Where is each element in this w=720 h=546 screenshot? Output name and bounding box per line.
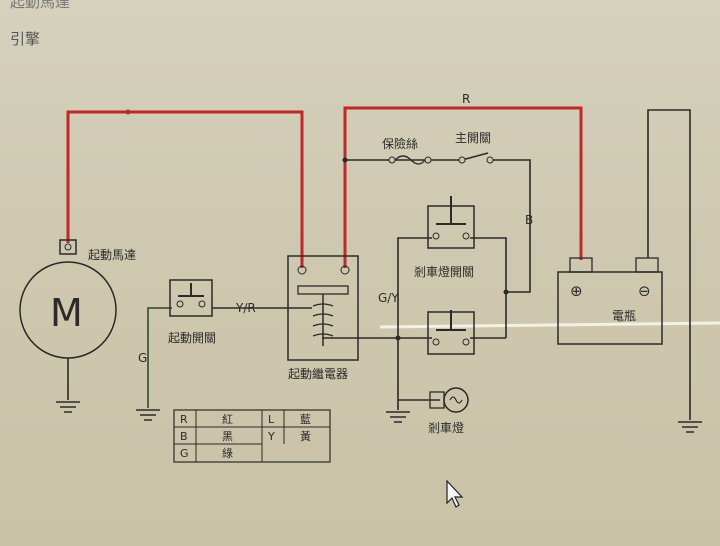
- relay-terminal: [297, 265, 307, 275]
- fuse-wave: [394, 155, 426, 165]
- mouse-cursor-icon: [446, 479, 464, 508]
- ground-symbol: [136, 409, 160, 421]
- brake-light: 剎車燈: [428, 387, 469, 435]
- legend-cell: B: [180, 430, 188, 443]
- ground-symbol: [386, 411, 410, 423]
- wire-label-yr: Y/R: [235, 301, 256, 315]
- legend-cell: Y: [267, 430, 275, 443]
- starter-relay: 起動繼電器: [287, 255, 359, 381]
- wire-junction-dot: [342, 157, 348, 163]
- battery-box: [557, 271, 663, 345]
- start-switch-box: [169, 279, 213, 317]
- motor-terminal: [59, 239, 77, 255]
- glare-line: [379, 321, 720, 329]
- brake-switch-label: 剎車燈開關: [414, 264, 474, 279]
- wire-brake-switch-link: [470, 237, 507, 338]
- relay-box: [287, 255, 359, 361]
- black-wires: [67, 109, 691, 420]
- wire-gy: [397, 237, 432, 410]
- wire-label-b: B: [525, 213, 533, 227]
- wire-label-r: R: [462, 92, 470, 106]
- page-subtitle: 引擎: [10, 30, 41, 48]
- brake-switch-upper: [427, 196, 475, 249]
- motor-label: 起動馬達: [88, 248, 136, 262]
- wire-b: [490, 159, 531, 293]
- main-switch-blade: [461, 152, 489, 161]
- legend-cell: L: [268, 413, 275, 426]
- legend-cell: 黑: [222, 430, 233, 443]
- fuse: 保險絲: [382, 136, 432, 165]
- battery-minus-icon: ⊖: [638, 282, 651, 300]
- battery-terminal-plus: [569, 257, 593, 273]
- motor-terminal-screw: [64, 243, 72, 251]
- brake-switch-lower: [427, 310, 475, 355]
- relay-terminal: [340, 265, 350, 275]
- wire-junction-dot: [503, 289, 509, 295]
- relay-coil: [312, 303, 334, 337]
- red-wires: [66, 106, 583, 268]
- color-legend-table: R 紅 L 藍 B 黑 Y 黃 G 綠: [173, 409, 331, 463]
- main-switch: 主開關: [455, 131, 494, 164]
- red-wire-relay-battery: [343, 106, 583, 268]
- start-switch-label: 起動開關: [168, 331, 216, 345]
- relay-label: 起動繼電器: [288, 367, 348, 381]
- wire-g: [147, 307, 172, 408]
- ground-symbol: [56, 401, 80, 413]
- legend-cell: 紅: [222, 413, 233, 426]
- legend-cell: 黃: [300, 430, 311, 443]
- battery-label: 電瓶: [612, 309, 636, 323]
- battery-plus-icon: ⊕: [570, 282, 583, 300]
- legend-cell: R: [180, 413, 188, 426]
- start-switch: 起動開關: [168, 279, 216, 345]
- battery: ⊕ ⊖ 電瓶: [557, 257, 663, 345]
- motor-circle: [19, 261, 117, 359]
- wire-label-gy: G/Y: [378, 291, 399, 305]
- ground-symbol: [678, 421, 702, 433]
- wire-g-green: [147, 307, 172, 408]
- starter-motor: M 起動馬達: [19, 239, 136, 359]
- wire-junction-dot: [395, 335, 401, 341]
- battery-terminal-minus: [635, 257, 659, 273]
- motor-symbol: M: [50, 291, 83, 335]
- legend-cell: 綠: [222, 447, 233, 460]
- relay-contact-bar: [297, 285, 349, 295]
- page-title: 起動馬達: [10, 0, 71, 11]
- brake-light-label: 剎車燈: [428, 420, 464, 435]
- red-wire-motor-relay: [66, 110, 304, 268]
- ground-wire-battery: [647, 109, 691, 420]
- wire-label-g: G: [138, 351, 147, 365]
- legend-cell: 藍: [300, 413, 311, 426]
- legend-cell: G: [180, 447, 189, 460]
- main-switch-label: 主開關: [455, 131, 491, 145]
- fuse-label: 保險絲: [382, 136, 418, 151]
- wire-junction-dot: [125, 109, 131, 115]
